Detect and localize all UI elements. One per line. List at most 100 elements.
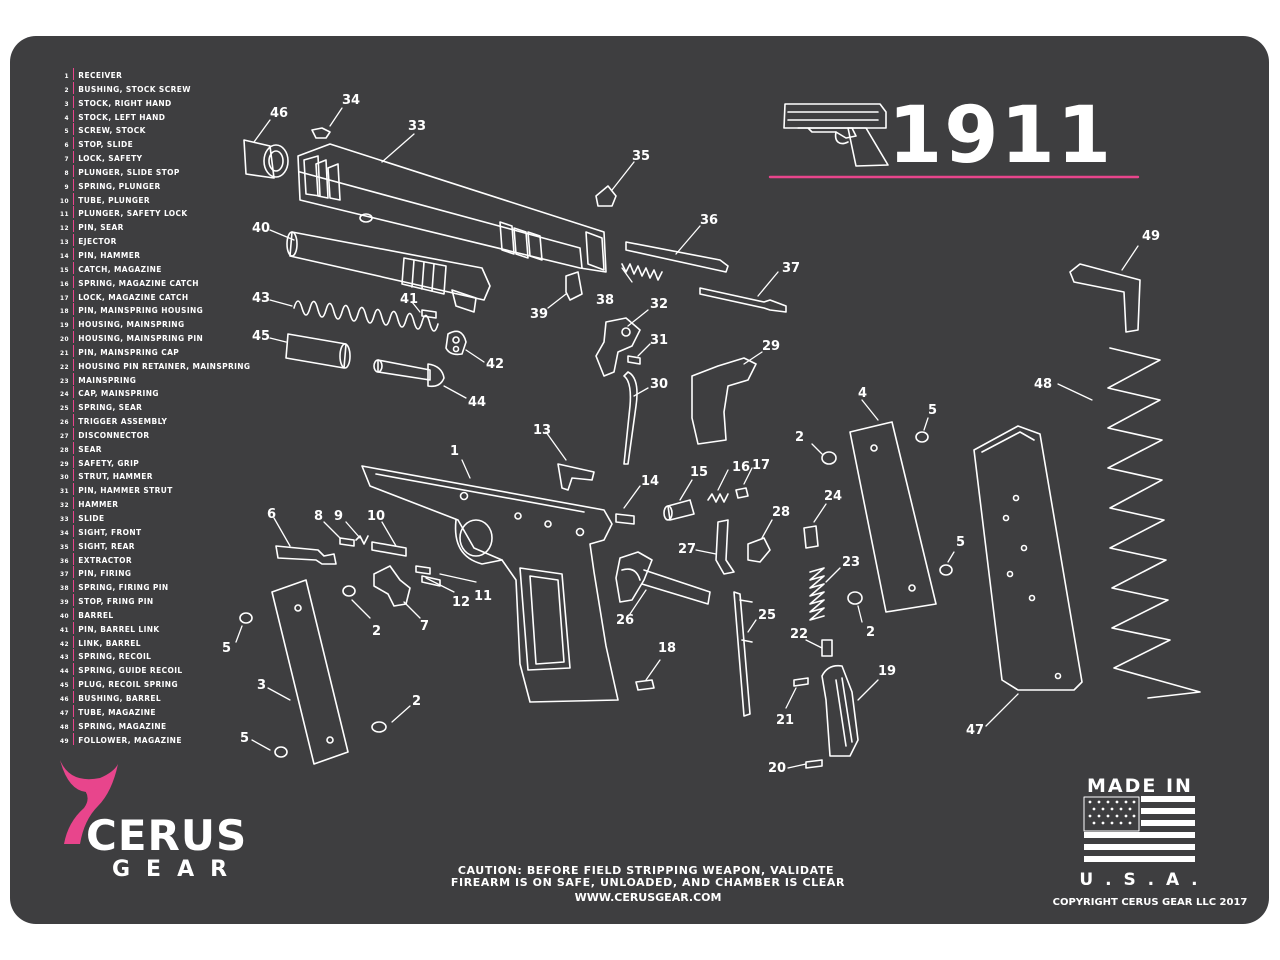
callout-numbers: 1 2 2 2 2 3 4 5 5 5 5 6 7 8 9 10 11 12 1…: [222, 93, 1160, 776]
callout-label: 32: [650, 297, 668, 312]
part-30-hammer-strut: [623, 371, 638, 465]
part-36-extractor: [625, 241, 729, 273]
callout-label: 2: [412, 694, 421, 709]
part-6-slide-stop: [275, 545, 337, 565]
callout-label: 25: [758, 608, 776, 623]
usa-label: U . S . A .: [1079, 870, 1200, 890]
callout-label: 14: [641, 474, 659, 489]
part-44-recoil-spring-guide: [373, 359, 445, 388]
part-37-firing-pin: [699, 287, 787, 313]
title-text: 1911: [888, 91, 1113, 181]
part-1-receiver: [361, 465, 619, 703]
part-5-stock-screw: [939, 564, 953, 576]
caution-line-2: FIREARM IS ON SAFE, UNLOADED, AND CHAMBE…: [451, 876, 845, 889]
part-2-stock-screw-bushing: [342, 585, 356, 597]
callout-label: 2: [372, 624, 381, 639]
callout-label: 46: [270, 106, 288, 121]
part-43-recoil-spring: [293, 300, 439, 332]
part-15-magazine-catch: [663, 499, 695, 521]
callout-label: 42: [486, 357, 504, 372]
part-4-left-grip: [849, 421, 937, 613]
callout-label: 17: [752, 458, 770, 473]
part-21-mainspring-cap-pin: [793, 677, 809, 687]
part-29-grip-safety: [691, 357, 757, 445]
part-28-sear: [747, 537, 771, 563]
pistol-silhouette-icon: [783, 103, 889, 167]
part-49-magazine-follower: [1069, 263, 1141, 333]
part-25-sear-spring: [733, 591, 753, 717]
callout-label: 12: [452, 595, 470, 610]
callout-label: 3: [257, 678, 266, 693]
part-35-rear-sight: [595, 185, 617, 207]
part-3-right-grip: [271, 579, 349, 765]
part-2-stock-screw-bushing: [821, 451, 837, 465]
part-19-mainspring-housing: [821, 664, 859, 757]
callout-label: 38: [596, 293, 614, 308]
part-16-magazine-catch-spring: [707, 493, 729, 503]
part-38-firing-pin-spring: [621, 263, 663, 281]
part-18-mainspring-housing-pin: [635, 679, 655, 691]
part-8-slide-stop-plunger: [339, 537, 355, 547]
callout-label: 5: [956, 535, 965, 550]
part-5-stock-screw: [274, 746, 288, 758]
part-45-recoil-spring-plug: [285, 333, 351, 369]
brand-name-bottom: GEAR: [112, 857, 243, 882]
callout-label: 19: [878, 664, 896, 679]
callout-label: 28: [772, 505, 790, 520]
callout-label: 5: [928, 403, 937, 418]
callout-label: 48: [1034, 377, 1052, 392]
callout-label: 2: [866, 625, 875, 640]
callout-label: 40: [252, 221, 270, 236]
callout-label: 35: [632, 149, 650, 164]
part-20-mainspring-housing-pin: [805, 759, 823, 769]
part-13-ejector: [557, 463, 595, 491]
part-24-mainspring-cap: [803, 525, 819, 549]
callout-label: 9: [334, 509, 343, 524]
callout-label: 4: [858, 386, 867, 401]
callout-label: 7: [420, 619, 429, 634]
callout-label: 2: [795, 430, 804, 445]
part-41-barrel-link-pin: [421, 309, 437, 319]
callout-label: 24: [824, 489, 842, 504]
website-link[interactable]: WWW.CERUSGEAR.COM: [575, 891, 722, 904]
part-47-magazine-tube: [973, 425, 1083, 691]
part-26-trigger-assembly: [615, 551, 711, 605]
part-17-magazine-catch-lock: [735, 487, 749, 499]
callout-label: 27: [678, 542, 696, 557]
part-46-barrel-bushing: [243, 139, 289, 179]
callout-label: 15: [690, 465, 708, 480]
callout-label: 41: [400, 292, 418, 307]
part-34-front-sight: [311, 127, 331, 139]
callout-label: 18: [658, 641, 676, 656]
callout-label: 5: [240, 731, 249, 746]
usa-flag-icon: [1083, 796, 1195, 862]
callout-label: 37: [782, 261, 800, 276]
